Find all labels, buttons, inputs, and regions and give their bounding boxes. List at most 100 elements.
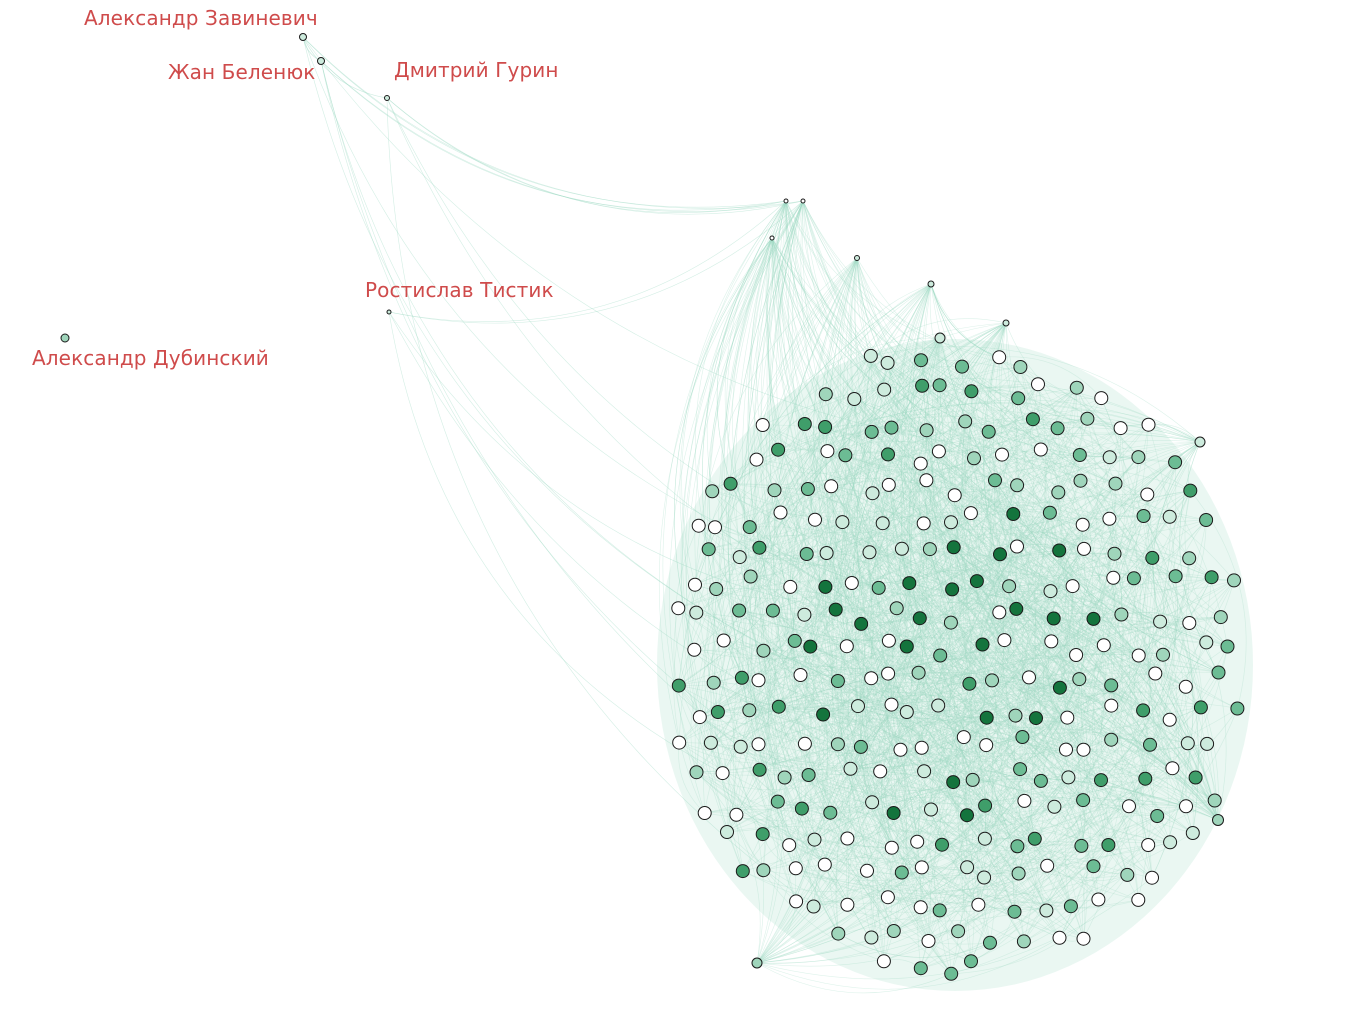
graph-edge xyxy=(918,322,1007,783)
graph-edge xyxy=(939,337,1173,769)
graph-edge xyxy=(758,644,1219,745)
graph-edge xyxy=(756,778,1146,964)
graph-node xyxy=(1011,866,1026,881)
graph-node xyxy=(824,479,839,494)
graph-node xyxy=(709,582,724,596)
graph-edge xyxy=(1058,550,1112,686)
graph-edge xyxy=(1004,639,1219,821)
graph-edge xyxy=(901,806,1130,878)
graph-edge xyxy=(801,770,1193,834)
graph-edge xyxy=(717,322,1007,713)
graph-node xyxy=(317,57,325,65)
graph-edge xyxy=(703,283,932,814)
graph-node xyxy=(956,730,971,745)
graph-edge xyxy=(804,580,1235,653)
graph-edge xyxy=(825,366,1021,588)
graph-edge xyxy=(802,200,923,387)
graph-edge xyxy=(961,366,1215,801)
graph-edge xyxy=(722,645,847,774)
graph-edge xyxy=(1076,580,1235,656)
graph-edge xyxy=(804,283,932,813)
graph-node xyxy=(1011,391,1026,406)
graph-edge xyxy=(694,605,1186,688)
graph-edge xyxy=(790,322,1007,587)
graph-edge xyxy=(1005,322,1202,708)
graph-edge xyxy=(813,362,924,907)
graph-edge xyxy=(1014,739,1112,912)
graph-edge xyxy=(807,488,1219,821)
graph-edge xyxy=(842,322,1007,523)
graph-edge xyxy=(710,710,1187,807)
graph-edge xyxy=(847,838,972,962)
graph-edge xyxy=(941,717,1068,845)
graph-edge xyxy=(1076,387,1116,484)
graph-edge xyxy=(877,362,970,685)
graph-edge xyxy=(804,423,970,685)
graph-node xyxy=(1136,509,1151,523)
graph-edge xyxy=(695,200,787,550)
graph-edge xyxy=(756,901,797,964)
graph-node xyxy=(997,633,1012,648)
graph-node xyxy=(979,738,994,753)
graph-node xyxy=(1027,831,1042,846)
graph-edge xyxy=(1184,490,1228,647)
graph-edge xyxy=(826,552,1128,875)
graph-edge xyxy=(969,683,1196,779)
graph-edge xyxy=(977,800,1025,905)
graph-node xyxy=(960,860,975,875)
graph-node xyxy=(1076,742,1091,757)
graph-edge xyxy=(1022,441,1201,738)
graph-node xyxy=(1193,700,1208,715)
graph-edge xyxy=(840,337,941,932)
graph-node xyxy=(806,899,821,914)
graph-edge xyxy=(1049,512,1105,801)
graph-node xyxy=(992,605,1007,620)
graph-edge xyxy=(940,580,1235,665)
graph-edge xyxy=(679,200,787,613)
graph-edge xyxy=(778,646,908,708)
graph-node xyxy=(881,477,896,492)
graph-node xyxy=(671,678,686,693)
graph-edge xyxy=(712,490,1094,867)
graph-edge xyxy=(792,455,846,813)
graph-node xyxy=(1040,858,1055,873)
graph-edge xyxy=(730,322,1007,484)
graph-edge xyxy=(880,641,1052,772)
graph-node xyxy=(1009,601,1024,616)
graph-node xyxy=(913,900,928,915)
graph-edge xyxy=(1053,618,1151,745)
graph-edge xyxy=(802,200,989,433)
graph-edge xyxy=(831,485,931,550)
graph-edge xyxy=(823,355,929,942)
graph-edge xyxy=(881,283,932,549)
graph-edge xyxy=(388,200,804,324)
graph-edge xyxy=(950,622,1077,659)
graph-edge xyxy=(885,673,932,810)
graph-edge xyxy=(771,237,1116,484)
graph-edge xyxy=(811,257,940,911)
graph-edge xyxy=(842,521,967,974)
graph-edge xyxy=(887,391,972,455)
graph-edge xyxy=(902,283,932,464)
graph-edge xyxy=(909,485,1018,584)
graph-edge xyxy=(716,237,773,484)
graph-node xyxy=(1091,892,1106,907)
graph-edge xyxy=(918,553,1115,673)
graph-edge xyxy=(824,283,932,428)
graph-edge xyxy=(801,700,1112,809)
graph-node xyxy=(1104,732,1119,747)
graph-edge xyxy=(1142,710,1187,807)
graph-edge xyxy=(878,360,979,905)
graph-edge xyxy=(808,360,933,776)
graph-edge xyxy=(871,431,1189,744)
graph-edge xyxy=(796,257,873,803)
graph-node xyxy=(823,805,838,820)
graph-node xyxy=(981,424,996,439)
graph-edge xyxy=(802,200,1051,592)
graph-edge xyxy=(806,553,1035,840)
graph-edge xyxy=(1048,524,1084,801)
graph-edge xyxy=(1005,322,1219,673)
graph-edge xyxy=(694,589,953,660)
graph-edge xyxy=(804,547,954,616)
graph-edge xyxy=(851,440,1201,584)
